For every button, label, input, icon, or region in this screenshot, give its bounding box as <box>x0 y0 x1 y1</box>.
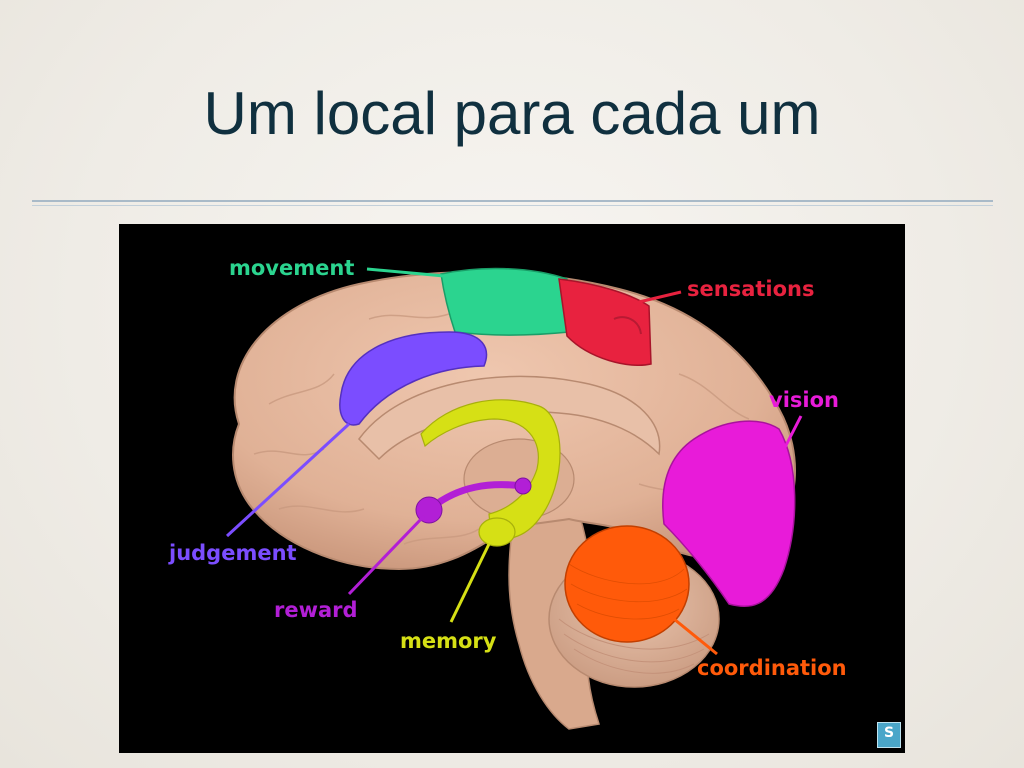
leader-reward <box>347 514 426 596</box>
region-vision <box>662 420 796 607</box>
leader-coordination <box>673 617 718 656</box>
region-coordination <box>564 525 690 643</box>
region-reward <box>427 481 528 512</box>
label-memory: memory <box>400 629 497 653</box>
leader-movement <box>366 267 445 278</box>
brain-illustration: movement sensations vision judgement rew… <box>168 256 847 730</box>
label-sensations: sensations <box>687 277 814 301</box>
region-sensations <box>558 278 652 366</box>
label-coordination: coordination <box>697 656 847 680</box>
leader-vision <box>777 415 803 460</box>
title-divider <box>32 200 993 202</box>
title-divider-secondary <box>32 205 993 206</box>
region-judgement <box>339 331 488 426</box>
label-judgement: judgement <box>168 541 297 565</box>
leader-judgement <box>225 422 351 538</box>
brain-diagram: movement sensations vision judgement rew… <box>119 224 905 753</box>
leader-memory <box>449 543 491 623</box>
label-movement: movement <box>229 256 354 280</box>
label-reward: reward <box>274 598 358 622</box>
label-vision: vision <box>769 388 839 412</box>
publisher-logo: S <box>877 722 901 748</box>
region-movement <box>440 267 570 336</box>
slide-title: Um local para cada um <box>203 80 821 147</box>
leader-sensations <box>638 290 682 304</box>
